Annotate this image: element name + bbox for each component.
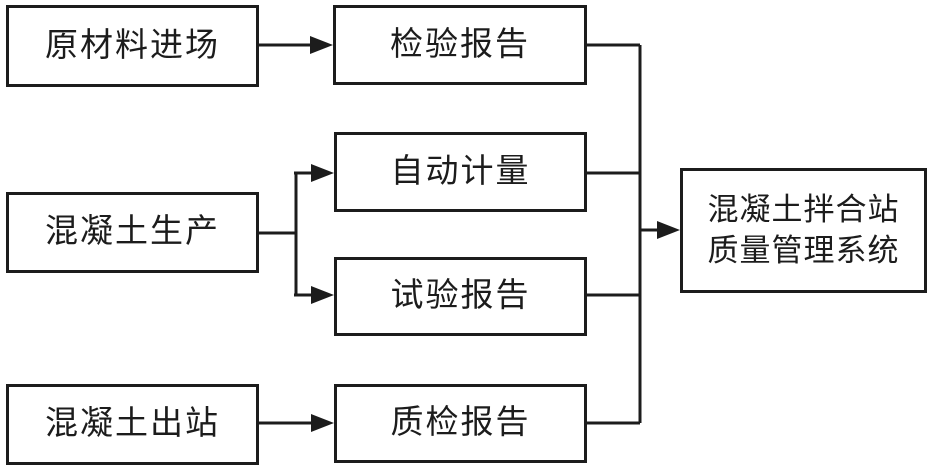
node-label: 质检报告	[390, 405, 531, 442]
arrowhead-icon	[310, 36, 333, 54]
arrowhead-icon	[311, 414, 334, 432]
arrowhead-icon	[657, 221, 680, 239]
node-label: 检验报告	[390, 26, 530, 63]
node-inspection-report: 检验报告	[333, 5, 587, 85]
node-concrete-production: 混凝土生产	[6, 192, 259, 273]
node-quality-inspection-report: 质检报告	[334, 384, 587, 463]
edge-raw-to-inspection	[259, 36, 333, 54]
node-label: 混凝土生产	[45, 214, 220, 251]
node-label-line2: 质量管理系统	[707, 232, 900, 268]
arrowhead-icon	[311, 286, 334, 304]
edge-outbound-to-quality	[259, 414, 334, 432]
node-automatic-measurement: 自动计量	[334, 132, 587, 212]
node-label: 自动计量	[390, 153, 531, 190]
node-concrete-outbound: 混凝土出站	[6, 384, 259, 465]
node-label: 混凝土出站	[45, 406, 220, 443]
node-label: 原材料进场	[45, 27, 220, 64]
node-mixing-station-quality-management-system: 混凝土拌合站 质量管理系统	[680, 168, 927, 293]
node-test-report: 试验报告	[334, 257, 587, 336]
arrowhead-icon	[311, 164, 334, 182]
node-raw-material-entry: 原材料进场	[6, 5, 259, 87]
node-label-line1: 混凝土拌合站	[707, 192, 900, 228]
edge-production-branch	[259, 164, 334, 304]
node-label: 试验报告	[390, 278, 531, 315]
edge-collector-to-system	[587, 43, 680, 425]
